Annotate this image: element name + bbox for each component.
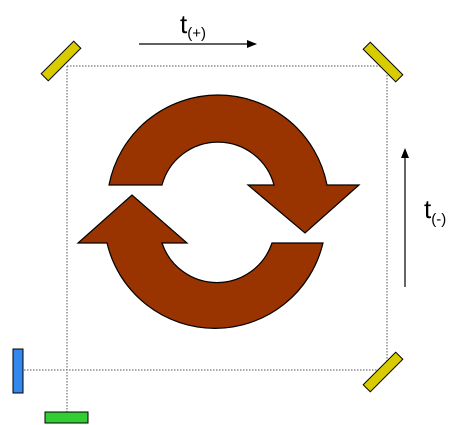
beam-path [24, 65, 388, 412]
label-right: t(-) [424, 194, 446, 228]
mirror-top-left [40, 40, 82, 82]
mirror-bottom-right [362, 351, 404, 393]
arrow-right-direction [401, 148, 409, 287]
circulation-arrow-lower [76, 194, 324, 329]
arrow-top-direction [139, 40, 257, 48]
mirror-left [12, 348, 24, 394]
mirror-top-right [362, 41, 404, 83]
label-top: t(+) [180, 9, 206, 42]
mirror-bottom [44, 411, 89, 424]
circulation-arrow-upper [108, 94, 361, 234]
